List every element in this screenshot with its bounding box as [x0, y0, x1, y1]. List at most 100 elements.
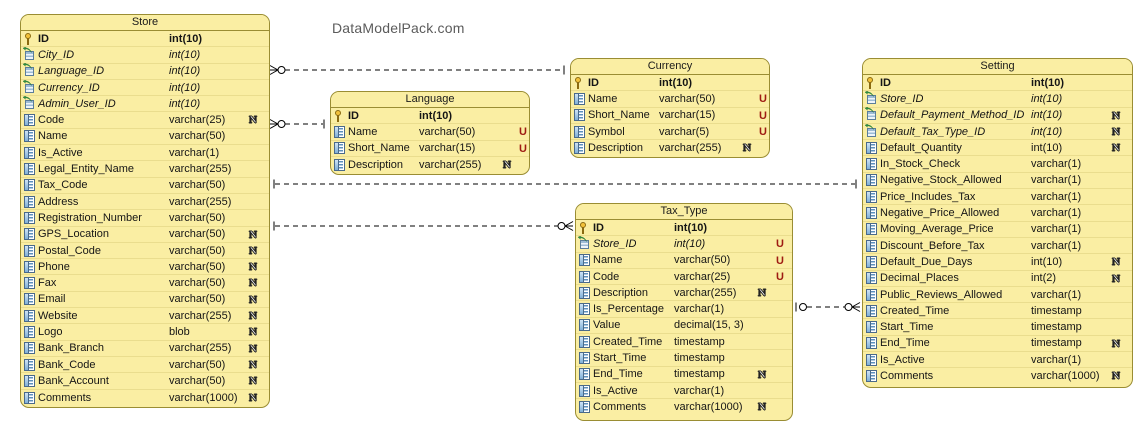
column-icon: [334, 142, 345, 155]
column-icon: [866, 207, 877, 220]
field-type: varchar(255): [169, 342, 232, 355]
field-type: int(10): [1031, 255, 1063, 268]
field-name: Registration_Number: [38, 211, 142, 224]
field-name: Description: [588, 142, 644, 155]
column-icon: [24, 358, 35, 371]
field-name: Name: [593, 254, 623, 267]
field-name: Default_Payment_Method_ID: [880, 109, 1025, 122]
field-type: varchar(25): [674, 270, 731, 283]
column-icon: [866, 255, 877, 268]
field-name: Default_Tax_Type_ID: [880, 125, 986, 138]
nullable-marker: N: [503, 158, 512, 172]
field-name: Bank_Account: [38, 374, 109, 387]
column-icon: [579, 401, 590, 414]
field-name: Fax: [38, 277, 57, 290]
field-type: int(10): [1031, 109, 1063, 122]
column-icon: [866, 288, 877, 301]
field-type: varchar(50): [169, 277, 226, 290]
watermark-label: DataModelPack.com: [332, 20, 465, 36]
field-type: timestamp: [1031, 321, 1082, 334]
unique-marker: U: [519, 126, 527, 139]
field-name: End_Time: [593, 368, 643, 381]
column-icon: [866, 223, 877, 236]
field-type: varchar(50): [419, 125, 476, 138]
nullable-marker: N: [249, 293, 258, 306]
foreign-key-icon: [865, 90, 877, 105]
unique-marker: U: [269, 112, 270, 128]
field-name: ID: [880, 76, 891, 89]
field-type: varchar(1): [1031, 174, 1082, 187]
field-name: Is_Active: [880, 353, 925, 366]
